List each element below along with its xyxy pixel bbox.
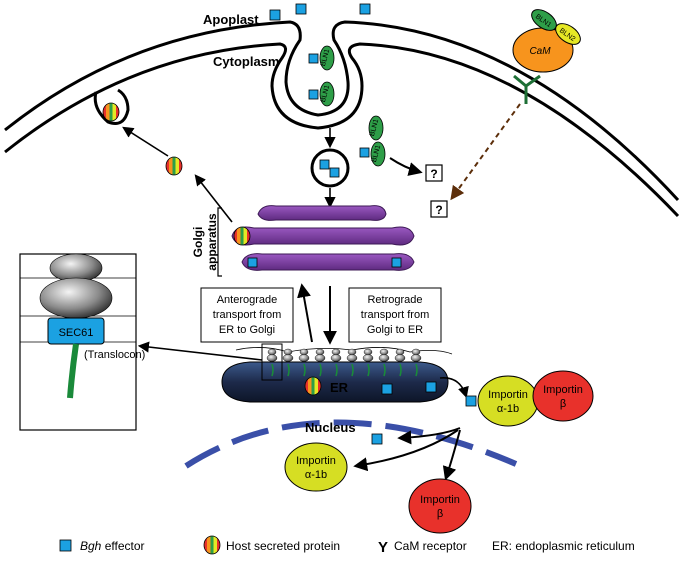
- svg-text:ER to Golgi: ER to Golgi: [219, 324, 275, 336]
- ribosome: [378, 348, 390, 362]
- svg-text:BLN1: BLN1: [320, 84, 331, 103]
- translocon-peptide: [271, 363, 274, 377]
- arrow-to-inset: [137, 341, 263, 361]
- translocon-peptide: [383, 363, 386, 377]
- anterograde-arrow: [297, 283, 313, 343]
- svg-text:Golgi to ER: Golgi to ER: [367, 324, 423, 336]
- translocon-label: (Translocon): [84, 349, 145, 361]
- dashed-arrow-to-question-2: [450, 103, 521, 201]
- question-box-2: ?: [430, 200, 448, 218]
- ribosome: [266, 348, 278, 362]
- translocon-peptide: [287, 363, 290, 377]
- translocon-peptide: [351, 363, 354, 377]
- cytoplasm-label: Cytoplasm: [213, 54, 279, 69]
- importin-beta-free: Importin β: [408, 478, 472, 534]
- legend-receptor-symbol: Y: [378, 539, 388, 556]
- svg-text:CaM: CaM: [529, 46, 551, 57]
- legend-er-definition: ER: endoplasmic reticulum: [492, 539, 635, 553]
- svg-text:β: β: [560, 398, 566, 410]
- ribosomes: [266, 348, 422, 362]
- translocon-peptide: [415, 363, 418, 377]
- arrow-er-to-importin: [439, 377, 469, 399]
- translocon-peptide: [399, 363, 402, 377]
- importin-complex: Importin α-1b Importin β: [465, 370, 594, 427]
- svg-text:?: ?: [435, 203, 442, 217]
- er-translocons: [271, 363, 418, 377]
- svg-text:Importin: Importin: [488, 389, 528, 401]
- apoplast-effectors: [269, 3, 371, 21]
- golgi-bracket: [217, 207, 222, 277]
- translocon-peptide: [303, 363, 306, 377]
- svg-text:Importin: Importin: [543, 384, 583, 396]
- arrow-golgi-to-vesicle: [194, 174, 233, 223]
- dissociation-arrows: [353, 427, 461, 481]
- er-label: ER: [330, 380, 349, 395]
- apoplast-label: Apoplast: [203, 12, 259, 27]
- arrow-to-question-1: [389, 157, 423, 176]
- svg-text:β: β: [437, 508, 443, 520]
- legend-receptor-label: CaM receptor: [394, 539, 467, 553]
- svg-text:transport from: transport from: [361, 309, 429, 321]
- cam-complex: CaM BLN1 BLN2: [512, 9, 581, 73]
- anterograde-box: Anterograde transport from ER to Golgi: [200, 287, 294, 343]
- svg-text:α-1b: α-1b: [305, 469, 327, 481]
- importin-alpha-free: Importin α-1b: [284, 442, 348, 492]
- golgi-cargo: [233, 226, 402, 268]
- legend-host-protein-swatch: [203, 535, 221, 555]
- golgi-label-1: Golgi: [191, 227, 205, 258]
- effector-exiting-er: [425, 381, 437, 393]
- svg-text:Retrograde: Retrograde: [367, 294, 422, 306]
- bln1-in-pocket: BLN1 BLN1: [308, 45, 335, 107]
- ribosome: [346, 348, 358, 362]
- golgi-label-2: apparatus: [205, 213, 219, 271]
- ribosome: [330, 348, 342, 362]
- svg-text:Importin: Importin: [420, 494, 460, 506]
- ribosome: [282, 348, 294, 362]
- arrow-secretion-to-membrane: [122, 126, 169, 157]
- svg-text:BLN1: BLN1: [369, 118, 380, 137]
- translocon-zoom-box: [261, 343, 283, 381]
- legend-effector-label: Bgh effector: [80, 539, 145, 553]
- translocon-peptide: [319, 363, 322, 377]
- sec61-label: SEC61: [59, 327, 94, 339]
- svg-text:BLN1: BLN1: [320, 48, 331, 67]
- legend-effector-swatch: [59, 539, 72, 552]
- golgi-apparatus: [231, 205, 415, 271]
- endocytic-vesicle: [310, 148, 350, 188]
- plasma-membrane: [4, 20, 680, 218]
- svg-text:transport from: transport from: [213, 309, 281, 321]
- ribosome: [362, 348, 374, 362]
- translocon-inset: [19, 253, 137, 431]
- ribosome: [394, 348, 406, 362]
- svg-text:?: ?: [430, 167, 437, 181]
- host-secreted-protein-vesicle: [165, 156, 183, 176]
- bln1-cytoplasm: BLN1 BLN1: [359, 115, 386, 167]
- question-box-1: ?: [425, 164, 443, 182]
- cam-receptor: [513, 74, 541, 104]
- host-secreted-protein-membrane: [102, 102, 120, 122]
- exocytosis-pocket: [93, 88, 130, 125]
- svg-text:BLN1: BLN1: [371, 144, 382, 163]
- ribosome: [410, 348, 422, 362]
- nuclear-envelope: [184, 419, 518, 469]
- svg-text:Importin: Importin: [296, 455, 336, 467]
- ribosome: [298, 348, 310, 362]
- translocon-peptide: [367, 363, 370, 377]
- retrograde-box: Retrograde transport from Golgi to ER: [348, 287, 442, 343]
- svg-text:Anterograde: Anterograde: [217, 294, 278, 306]
- effector-in-er: [381, 383, 393, 395]
- legend-host-protein-label: Host secreted protein: [226, 539, 340, 553]
- host-protein-in-er: [304, 376, 322, 396]
- ribosome: [314, 348, 326, 362]
- nucleus-label: Nucleus: [305, 420, 356, 435]
- translocon-peptide: [335, 363, 338, 377]
- svg-text:α-1b: α-1b: [497, 403, 519, 415]
- free-effector-nucleus: [371, 433, 383, 445]
- legend: Bgh effector Host secreted protein Y CaM…: [59, 535, 635, 556]
